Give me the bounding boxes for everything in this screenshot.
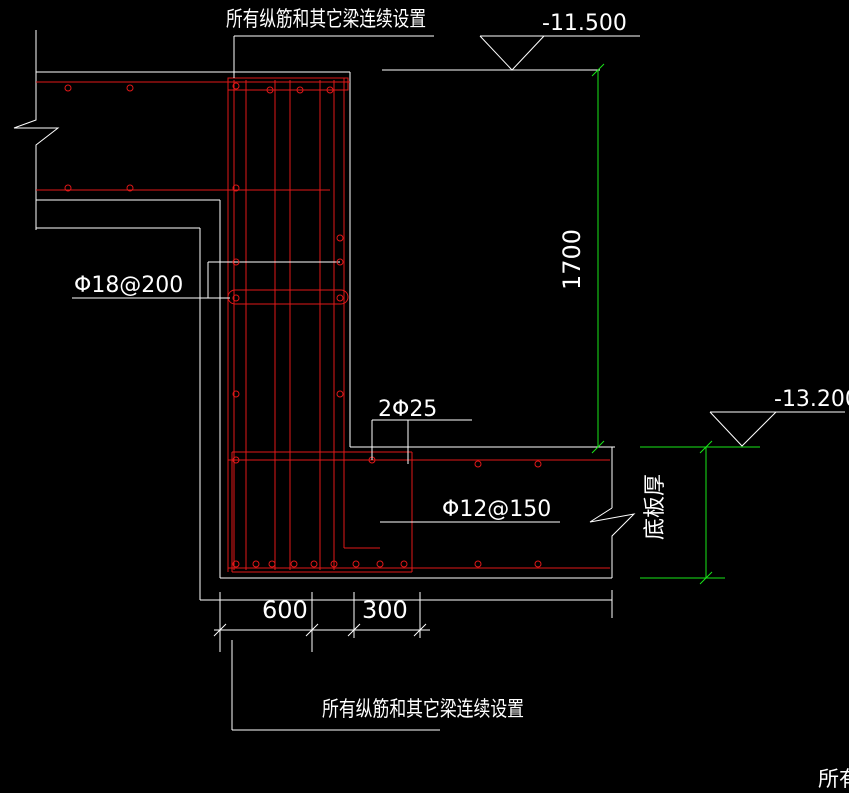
rebar-dots (64, 82, 542, 568)
elevation-marker-top (479, 35, 640, 71)
rebar-slab-label: Φ12@150 (442, 497, 551, 522)
top-note: 所有纵筋和其它梁连续设置 (226, 7, 426, 31)
rebar-dot (232, 82, 240, 90)
elevation-marker-bottom (709, 411, 845, 447)
rebar-dot (310, 560, 318, 568)
rebar-dot (336, 294, 344, 302)
rebar-dot (474, 460, 482, 468)
rebar-dot (64, 84, 72, 92)
rebar-dot (232, 258, 240, 266)
rebar-dot (376, 560, 384, 568)
dimension-height: 1700 (558, 229, 586, 290)
rebar-dot (268, 560, 276, 568)
rebar-dot (64, 184, 72, 192)
rebar-dot (266, 86, 274, 94)
rebar-dot (336, 390, 344, 398)
rebar-dot (352, 560, 360, 568)
rebar-dot (336, 258, 344, 266)
rebar-dot (232, 390, 240, 398)
bottom-dimension (213, 592, 430, 652)
rebar-dot (336, 234, 344, 242)
corner-note: 所有 (818, 767, 849, 791)
slab-thickness-label: 底板厚 (643, 474, 668, 540)
rebar-corner-label: 2Φ25 (378, 397, 437, 422)
dimension-width-left: 600 (262, 596, 308, 624)
elevation-bottom-label: -13.200 (774, 387, 849, 412)
rebar-cage (36, 77, 610, 573)
rebar-dot (534, 560, 542, 568)
rebar-dot (232, 456, 240, 464)
rebar-dot (252, 560, 260, 568)
rebar-dot (126, 84, 134, 92)
rebar-dot (232, 560, 240, 568)
rebar-dot (296, 86, 304, 94)
rebar-dot (232, 184, 240, 192)
rebar-dot (330, 560, 338, 568)
elevation-top-label: -11.500 (542, 11, 627, 36)
rebar-dot (326, 86, 334, 94)
rebar-dot (290, 560, 298, 568)
dimension-width-right: 300 (362, 596, 408, 624)
rebar-dot (474, 560, 482, 568)
rebar-dot (126, 184, 134, 192)
rebar-dot (534, 460, 542, 468)
bottom-note: 所有纵筋和其它梁连续设置 (322, 697, 524, 721)
leaders (72, 35, 560, 731)
rebar-dot (400, 560, 408, 568)
rebar-dot (232, 294, 240, 302)
dimension-lines (591, 63, 760, 585)
concrete-outline (13, 30, 636, 618)
rebar-wall-label: Φ18@200 (74, 273, 183, 298)
